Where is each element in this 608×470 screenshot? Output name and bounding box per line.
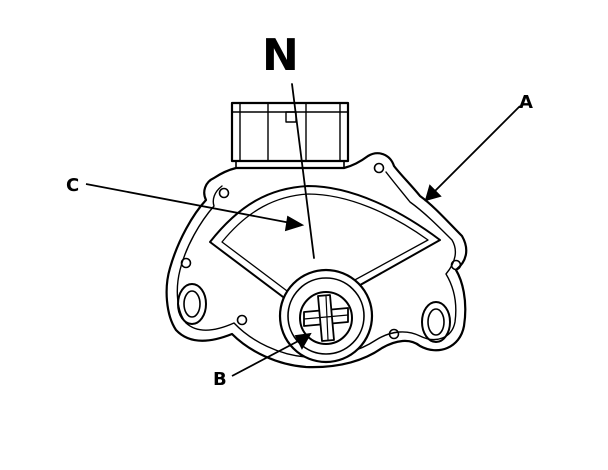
arrowhead-c (284, 215, 305, 232)
neutral-reference-line (291, 83, 315, 259)
label-a: A (519, 92, 533, 113)
switch-body-outline (165, 152, 468, 369)
left-mounting-slot (177, 283, 207, 325)
arrowhead-a (424, 184, 442, 202)
sector-plate (209, 185, 441, 316)
shaft-boss (278, 268, 374, 364)
leader-line-a (429, 105, 521, 197)
connector-housing (230, 101, 350, 169)
leader-lines (85, 105, 521, 377)
leader-line-c (85, 183, 297, 225)
right-mounting-slot (421, 301, 451, 343)
label-b: B (213, 369, 227, 390)
leader-line-b (231, 337, 305, 377)
label-n: N (262, 30, 299, 81)
arrowhead-b (294, 332, 312, 350)
screw-holes (180, 162, 462, 340)
label-c: C (66, 175, 79, 196)
